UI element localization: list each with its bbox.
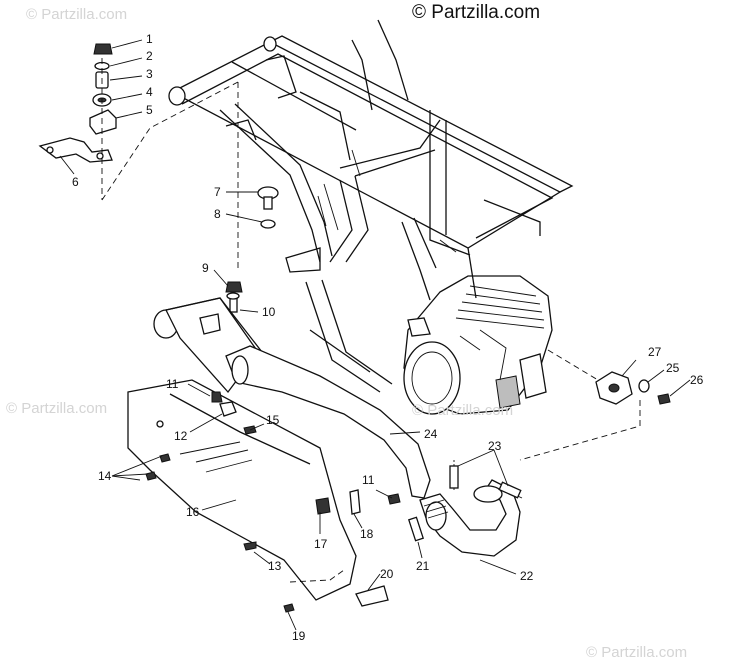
heat-shield bbox=[127, 379, 357, 601]
callout-15: 15 bbox=[266, 413, 280, 427]
watermark-mid-right: © Partzilla.com bbox=[412, 402, 514, 419]
callout-22: 22 bbox=[520, 569, 534, 583]
callout-18: 18 bbox=[360, 527, 374, 541]
callout-12: 12 bbox=[174, 429, 188, 443]
frame-assembly bbox=[168, 19, 574, 393]
callout-21: 21 bbox=[416, 559, 430, 573]
watermark-top-left: © Partzilla.com bbox=[26, 6, 128, 23]
callout-24: 24 bbox=[424, 427, 438, 441]
callout-9: 9 bbox=[202, 261, 209, 275]
engine-assembly bbox=[403, 275, 553, 415]
callout-labels: 1 2 3 4 5 6 7 8 9 10 11 12 14 15 16 17 1… bbox=[72, 32, 704, 643]
callout-13: 13 bbox=[268, 559, 282, 573]
callout-3: 3 bbox=[146, 67, 153, 81]
callout-7: 7 bbox=[214, 185, 221, 199]
callout-2: 2 bbox=[146, 49, 153, 63]
watermark-mid-left: © Partzilla.com bbox=[6, 400, 108, 417]
callout-26: 26 bbox=[690, 373, 704, 387]
callout-19: 19 bbox=[292, 629, 306, 643]
callout-10: 10 bbox=[262, 305, 276, 319]
callout-23: 23 bbox=[488, 439, 502, 453]
callout-20: 20 bbox=[380, 567, 394, 581]
exhaust-flange-parts bbox=[519, 349, 671, 461]
callout-5: 5 bbox=[146, 103, 153, 117]
callout-6: 6 bbox=[72, 175, 79, 189]
callout-8: 8 bbox=[214, 207, 221, 221]
callout-4: 4 bbox=[146, 85, 153, 99]
mount-hardware bbox=[225, 186, 279, 313]
callout-11-left: 11 bbox=[166, 377, 179, 391]
callout-27: 27 bbox=[648, 345, 662, 359]
mount-stack-parts bbox=[38, 43, 239, 270]
callout-25: 25 bbox=[666, 361, 680, 375]
muffler-assembly bbox=[153, 297, 521, 557]
callout-14: 14 bbox=[98, 469, 112, 483]
leader-lines bbox=[59, 39, 691, 631]
callout-1: 1 bbox=[146, 32, 153, 46]
callout-16: 16 bbox=[186, 505, 200, 519]
watermark-top: © Partzilla.com bbox=[412, 2, 541, 23]
callout-17: 17 bbox=[314, 537, 328, 551]
watermark-bottom-right: © Partzilla.com bbox=[586, 644, 688, 661]
springs-and-hardware bbox=[145, 391, 523, 613]
callout-11-right: 11 bbox=[362, 473, 375, 487]
